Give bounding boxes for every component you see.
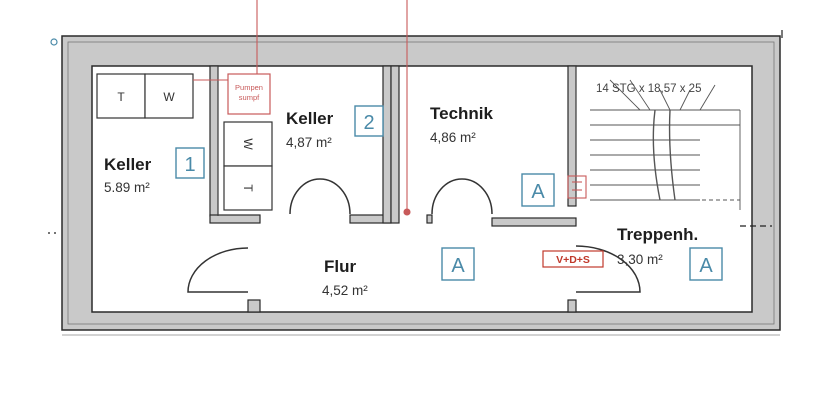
room-area-flur: 4,52 m² [322, 283, 368, 298]
room-tag-technik: A [531, 181, 545, 203]
room-keller-1: Keller 5.89 m² 1 [104, 147, 205, 195]
door-technik [431, 178, 493, 215]
room-technik: Technik 4,86 m² A [430, 104, 555, 207]
room-name-treppenhaus: Treppenh. [617, 225, 698, 244]
room-area-treppenhaus: 3,30 m² [617, 252, 663, 267]
room-flur: Flur 4,52 m² A [322, 247, 475, 298]
appliance-label-dryer: T [117, 90, 125, 104]
appliance-label-washer: W [163, 90, 175, 104]
door-treppenhaus [575, 245, 641, 293]
sump-lines [193, 0, 411, 216]
washer-top [144, 73, 194, 119]
room-area-technik: 4,86 m² [430, 130, 476, 145]
appliance-label-dryer-stack: T [241, 184, 255, 192]
room-tag-flur: A [451, 255, 465, 277]
room-name-keller-2: Keller [286, 109, 334, 128]
room-keller-2: Keller 4,87 m² 2 [286, 105, 384, 150]
room-tag-keller-2: 2 [363, 112, 374, 134]
door-keller1 [187, 247, 249, 293]
stairs [590, 79, 741, 210]
axis-marks [48, 30, 783, 234]
pump-sump-label-1: Pumpen [235, 83, 263, 92]
room-tag-treppenhaus: A [699, 255, 713, 277]
door-keller2 [289, 178, 351, 215]
room-name-keller-1: Keller [104, 155, 152, 174]
appliances: T W W T [96, 73, 273, 211]
room-area-keller-2: 4,87 m² [286, 135, 332, 150]
vds-marker: V+D+S [542, 250, 604, 268]
dryer-top [96, 73, 146, 119]
vds-label: V+D+S [556, 254, 590, 266]
dryer-stack [223, 165, 273, 211]
door-swings [187, 178, 641, 293]
room-tag-keller-1: 1 [184, 154, 195, 176]
room-treppenhaus: Treppenh. 3,30 m² A [617, 225, 723, 281]
room-area-keller-1: 5.89 m² [104, 180, 150, 195]
room-name-flur: Flur [324, 257, 356, 276]
pump-sump: Pumpen sumpf [227, 73, 271, 115]
interior-walls [209, 65, 577, 313]
appliance-label-washer-stack: W [241, 138, 255, 150]
stair-note: 14 STG x 18,57 x 25 [596, 83, 701, 95]
pump-sump-label-2: sumpf [239, 93, 260, 102]
exterior-walls [61, 35, 781, 336]
room-name-technik: Technik [430, 104, 494, 123]
technik-device [567, 175, 587, 199]
